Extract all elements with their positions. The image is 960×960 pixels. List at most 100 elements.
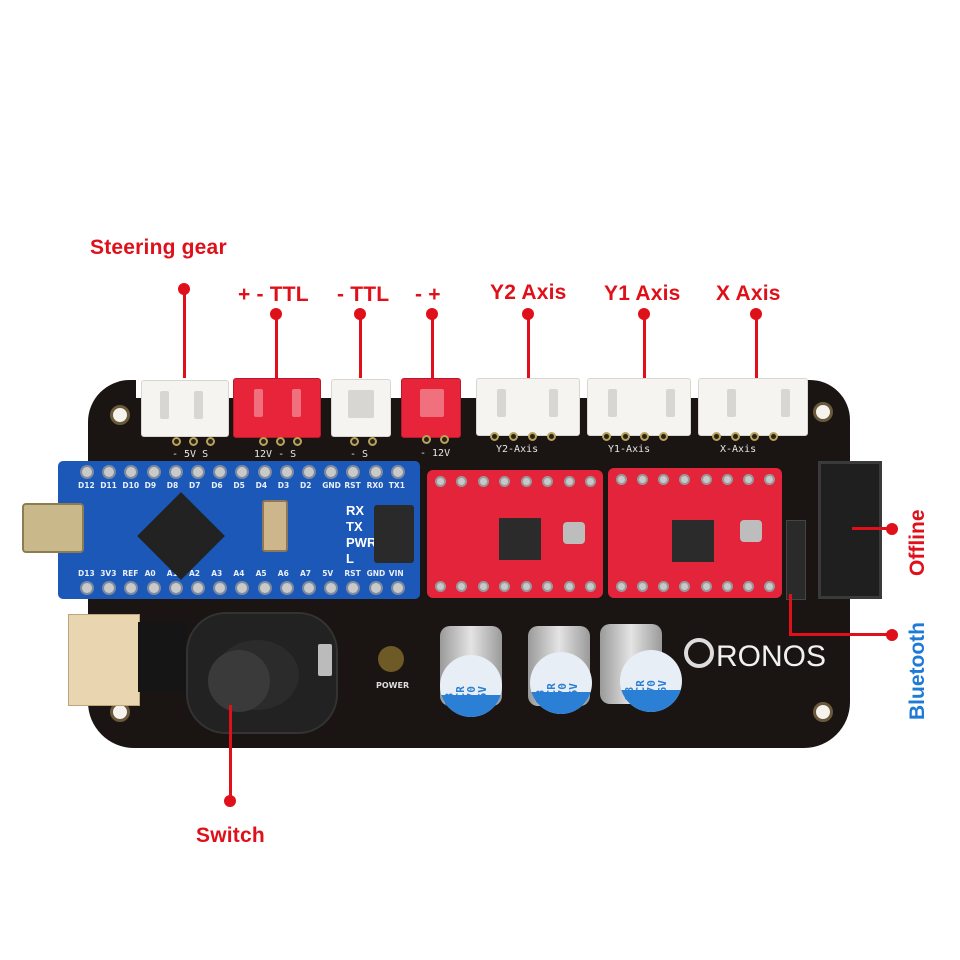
driver-pin bbox=[721, 581, 733, 592]
driver-pin bbox=[764, 581, 775, 592]
potentiometer[interactable] bbox=[563, 522, 585, 544]
mini-usb-port[interactable] bbox=[22, 503, 84, 553]
switch-line bbox=[229, 705, 232, 797]
header-pin bbox=[302, 465, 316, 479]
driver-pin bbox=[679, 474, 691, 485]
pin-label-d4: D4 bbox=[255, 481, 268, 490]
pin-label-d2: D2 bbox=[300, 481, 312, 490]
capacitor-label: H8 OCR 470 16V bbox=[443, 686, 489, 706]
pin-label-a5: A5 bbox=[255, 569, 267, 578]
pin bbox=[547, 432, 556, 441]
ttl-power-label: + - TTL bbox=[238, 283, 309, 306]
pin bbox=[640, 432, 649, 441]
pin-label-d10: D10 bbox=[122, 481, 140, 490]
driver-ic bbox=[499, 518, 541, 560]
driver-pin bbox=[658, 474, 670, 485]
pin bbox=[528, 432, 537, 441]
x-axis-connector bbox=[698, 378, 808, 436]
y1-axis-label: Y1 Axis bbox=[604, 282, 681, 305]
header-pin bbox=[213, 465, 228, 479]
pin-label-d9: D9 bbox=[144, 481, 157, 490]
driver-pin bbox=[499, 476, 511, 487]
driver-pin bbox=[637, 581, 649, 592]
dc-jack[interactable] bbox=[68, 614, 140, 706]
driver-pin bbox=[679, 581, 691, 592]
driver-pin bbox=[616, 581, 627, 592]
driver-pin bbox=[742, 581, 754, 592]
header-pin bbox=[235, 581, 250, 595]
driver-pin bbox=[563, 581, 575, 592]
pin-label-gnd: GND bbox=[322, 481, 341, 490]
driver-pin bbox=[721, 474, 733, 485]
servo-silkscreen: - 5V S bbox=[172, 449, 209, 460]
header-pin bbox=[279, 465, 294, 479]
pin-label-d13: D13 bbox=[78, 569, 95, 578]
offline-idc-connector bbox=[818, 461, 882, 599]
header-pin bbox=[213, 581, 228, 595]
header-pin bbox=[168, 581, 183, 595]
driver-pin bbox=[742, 474, 754, 485]
y2-axis-line bbox=[527, 314, 530, 378]
header-pin bbox=[390, 581, 405, 595]
ttl-power-silkscreen: 12V - S bbox=[254, 449, 297, 460]
driver-pin bbox=[435, 476, 446, 487]
header-pin bbox=[279, 581, 294, 595]
pin-label-d5: D5 bbox=[233, 481, 245, 490]
driver-pin bbox=[585, 476, 596, 487]
capacitor-label: H8 OCR 470 16V bbox=[534, 683, 580, 703]
pin-label-a1: A1 bbox=[166, 569, 178, 578]
offline-line bbox=[852, 527, 892, 530]
toggle-switch[interactable] bbox=[208, 650, 270, 712]
pin-label-gnd: GND bbox=[366, 569, 386, 578]
pin bbox=[602, 432, 611, 441]
pin-label-3v3: 3V3 bbox=[100, 569, 117, 578]
header-pin bbox=[324, 465, 339, 479]
mounting-hole-top-left bbox=[110, 405, 130, 425]
pin-label-d6: D6 bbox=[211, 481, 223, 490]
pin-label-rst: RST bbox=[344, 481, 361, 490]
pin-label-a0: A0 bbox=[144, 569, 156, 578]
y1-silkscreen: Y1-Axis bbox=[608, 444, 651, 455]
bluetooth-line-horizontal bbox=[789, 633, 889, 636]
led-label-pwr: PWR bbox=[346, 535, 377, 550]
driver-pin bbox=[637, 474, 649, 485]
driver-pin bbox=[658, 581, 670, 592]
x-silkscreen: X-Axis bbox=[720, 444, 757, 455]
header-pin bbox=[124, 581, 139, 595]
potentiometer[interactable] bbox=[740, 520, 762, 542]
driver-pin bbox=[700, 474, 712, 485]
reset-button[interactable] bbox=[262, 500, 288, 552]
led-label-rx: RX bbox=[346, 503, 365, 518]
header-pin bbox=[80, 581, 94, 595]
pin bbox=[769, 432, 778, 441]
pin-label-ref: REF bbox=[122, 569, 139, 578]
steering-gear-line bbox=[183, 290, 186, 378]
power-led bbox=[378, 646, 404, 672]
pin-label-a2: A2 bbox=[189, 569, 201, 578]
header-pin bbox=[257, 465, 272, 479]
pin-label-d8: D8 bbox=[166, 481, 179, 490]
pin-label-d11: D11 bbox=[100, 481, 117, 490]
header-pin bbox=[257, 581, 272, 595]
pin-label-a6: A6 bbox=[277, 569, 289, 578]
pin bbox=[621, 432, 630, 441]
pin bbox=[259, 437, 268, 446]
header-pin bbox=[102, 581, 117, 595]
driver-pin bbox=[542, 476, 554, 487]
offline-label: Offline bbox=[906, 509, 929, 577]
driver-pin bbox=[585, 581, 596, 592]
header-pin bbox=[80, 465, 94, 479]
header-pin bbox=[146, 581, 161, 595]
pin-label-rst: RST bbox=[344, 569, 361, 578]
driver-pin bbox=[456, 581, 468, 592]
pin-label-d7: D7 bbox=[189, 481, 201, 490]
pin bbox=[422, 435, 431, 444]
bluetooth-header bbox=[786, 520, 806, 600]
pin-label-5v: 5V bbox=[322, 569, 334, 578]
pin bbox=[293, 437, 302, 446]
led-label-tx: TX bbox=[346, 519, 363, 534]
pin-label-a3: A3 bbox=[211, 569, 223, 578]
power-12v-connector bbox=[401, 378, 461, 438]
y1-axis-connector bbox=[587, 378, 691, 436]
bluetooth-line-vertical bbox=[789, 594, 792, 636]
